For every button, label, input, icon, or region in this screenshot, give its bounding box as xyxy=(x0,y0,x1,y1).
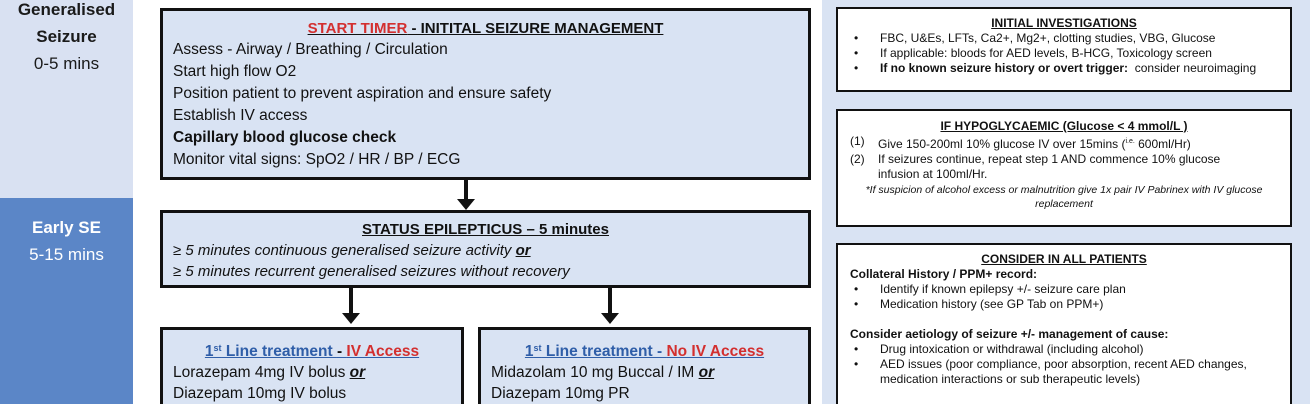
criteria-line: ≥ 5 minutes recurrent generalised seizur… xyxy=(173,263,570,280)
initial-management-box: START TIMER - INITITAL SEIZURE MANAGEMEN… xyxy=(160,8,811,180)
stage-early-se: Early SE 5-15 mins xyxy=(0,198,133,404)
treatment-line: Diazepam 10mg PR xyxy=(491,385,630,402)
consider-all-patients-box: CONSIDER IN ALL PATIENTS Collateral Hist… xyxy=(836,243,1292,404)
first-line-no-iv-box: 1st Line treatment - No IV Access Midazo… xyxy=(478,327,811,404)
flow-arrow-shaft xyxy=(349,288,353,313)
first-line-iv-title: 1st Line treatment - IV Access xyxy=(204,343,420,360)
consider-title: CONSIDER IN ALL PATIENTS xyxy=(981,252,1147,266)
criteria-line: ≥ 5 minutes continuous generalised seizu… xyxy=(173,242,531,259)
stage-time: 5-15 mins xyxy=(29,245,104,264)
initial-investigations-box: INITIAL INVESTIGATIONS FBC, U&Es, LFTs, … xyxy=(836,7,1292,92)
treatment-line: Diazepam 10mg IV bolus xyxy=(173,385,347,402)
collateral-list: Identify if known epilepsy +/- seizure c… xyxy=(844,282,1284,312)
status-epilepticus-box: STATUS EPILEPTICUS – 5 minutes ≥ 5 minut… xyxy=(160,210,811,288)
initial-management-title: START TIMER - INITITAL SEIZURE MANAGEMEN… xyxy=(307,20,664,37)
status-epilepticus-title: STATUS EPILEPTICUS – 5 minutes xyxy=(362,221,609,238)
step-item: (1)Give 150-200ml 10% glucose IV over 15… xyxy=(850,134,1191,151)
flow-arrow-shaft xyxy=(608,288,612,313)
first-line-no-iv-title: 1st Line treatment - No IV Access xyxy=(524,343,765,360)
list-item: Medication history (see GP Tab on PPM+) xyxy=(844,297,1284,312)
stage-name: Generalised Seizure xyxy=(17,0,116,46)
step-line: Assess - Airway / Breathing / Circulatio… xyxy=(173,41,448,58)
treatment-line: Lorazepam 4mg IV bolus or xyxy=(173,364,366,381)
step-line: Position patient to prevent aspiration a… xyxy=(173,85,552,102)
treatment-line: Midazolam 10 mg Buccal / IM or xyxy=(491,364,715,381)
list-item: If no known seizure history or overt tri… xyxy=(844,61,1284,76)
flow-arrow-shaft xyxy=(464,180,468,200)
investigations-list: FBC, U&Es, LFTs, Ca2+, Mg2+, clotting st… xyxy=(844,31,1284,76)
stage-name: Early SE xyxy=(32,218,101,237)
flow-arrow-head xyxy=(457,199,475,210)
step-line-bold: Capillary blood glucose check xyxy=(173,129,397,146)
step-item: (2)If seizures continue, repeat step 1 A… xyxy=(850,152,1221,181)
collateral-history-heading: Collateral History / PPM+ record: xyxy=(850,267,1038,281)
stage-time: 0-5 mins xyxy=(33,54,100,73)
list-item: Drug intoxication or withdrawal (includi… xyxy=(844,342,1284,357)
list-item: Identify if known epilepsy +/- seizure c… xyxy=(844,282,1284,297)
first-line-iv-box: 1st Line treatment - IV Access Lorazepam… xyxy=(160,327,464,404)
hypoglycaemic-title: IF HYPOGLYCAEMIC (Glucose < 4 mmol/L ) xyxy=(940,119,1188,133)
step-line: Monitor vital signs: SpO2 / HR / BP / EC… xyxy=(173,151,461,168)
pabrinex-note: *If suspicion of alcohol excess or malnu… xyxy=(865,184,1263,210)
list-item: If applicable: bloods for AED levels, B-… xyxy=(844,46,1284,61)
start-timer-label: START TIMER xyxy=(307,20,408,37)
stage-generalised-seizure: Generalised Seizure 0-5 mins xyxy=(0,0,133,198)
list-item: FBC, U&Es, LFTs, Ca2+, Mg2+, clotting st… xyxy=(844,31,1284,46)
step-line: Establish IV access xyxy=(173,107,308,124)
hypoglycaemic-box: IF HYPOGLYCAEMIC (Glucose < 4 mmol/L ) (… xyxy=(836,109,1292,227)
aetiology-heading: Consider aetiology of seizure +/- manage… xyxy=(850,327,1169,341)
flow-arrow-head xyxy=(601,313,619,324)
investigations-title: INITIAL INVESTIGATIONS xyxy=(991,16,1137,30)
aetiology-list: Drug intoxication or withdrawal (includi… xyxy=(844,342,1284,387)
list-item: AED issues (poor compliance, poor absorp… xyxy=(844,357,1284,387)
step-line: Start high flow O2 xyxy=(173,63,297,80)
flow-arrow-head xyxy=(342,313,360,324)
